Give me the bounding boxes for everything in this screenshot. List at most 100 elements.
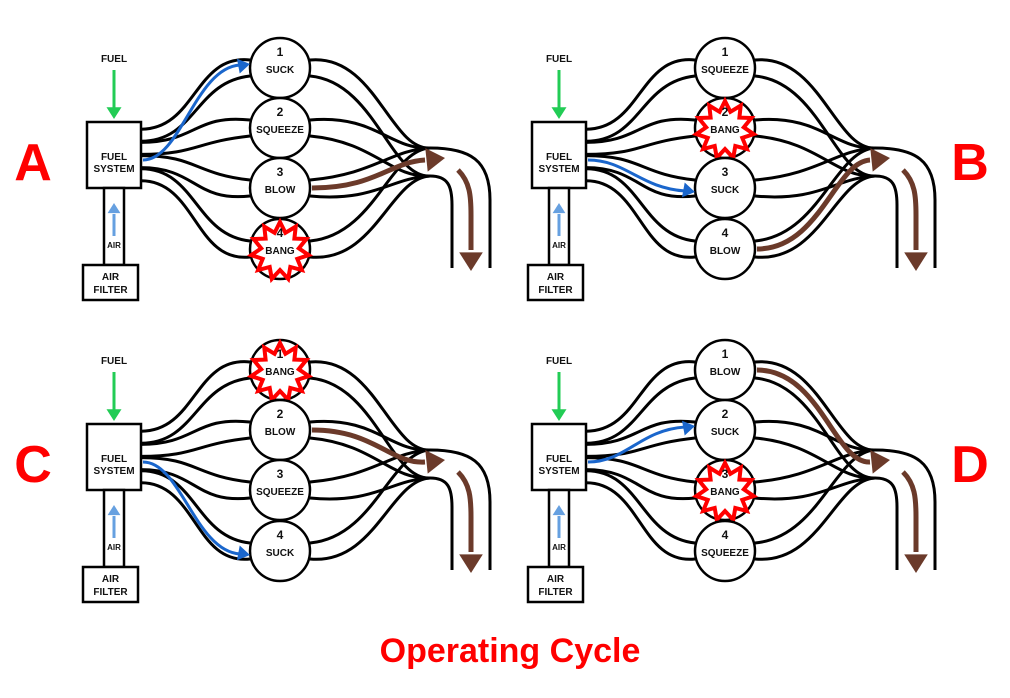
fuel-arrow-head	[106, 409, 122, 421]
exhaust-pipe-inner	[429, 174, 454, 268]
intake-runner-edge	[585, 469, 696, 545]
air-filter-label-2: FILTER	[538, 285, 573, 296]
fuel-arrow-head	[106, 107, 122, 119]
fuel-label: FUEL	[546, 54, 572, 65]
exhaust-runner-edge	[309, 376, 431, 480]
fuel-system-label-2: SYSTEM	[93, 466, 134, 477]
intake-runner-edge	[585, 167, 696, 243]
intake-flow-line	[142, 460, 241, 556]
intake-runner-edge	[585, 154, 696, 182]
exhaust-pipe-outer	[874, 146, 937, 268]
fuel-system-label-1: FUEL	[101, 152, 127, 163]
stroke-label: SQUEEZE	[701, 65, 749, 76]
fuel-system-rect	[530, 120, 588, 190]
exhaust-runner-edge	[754, 448, 876, 484]
exhaust-pipe-outer	[429, 448, 492, 570]
air-filter-label-1: AIR	[102, 574, 120, 585]
air-filter-label-2: FILTER	[93, 285, 128, 296]
intake-flow-head	[682, 182, 695, 198]
exhaust-flow-line	[756, 157, 871, 252]
cylinder-number: 2	[277, 407, 284, 421]
explosion-icon	[246, 217, 314, 284]
intake-flow-line	[587, 425, 686, 464]
exhaust-flow-arrow	[756, 367, 928, 573]
air-label: AIR	[107, 543, 121, 552]
stroke-label: SQUEEZE	[701, 548, 749, 559]
cylinder-number: 3	[277, 467, 284, 481]
explosion-icon	[246, 338, 314, 405]
fuel-system-label-2: SYSTEM	[538, 466, 579, 477]
cylinder-number: 1	[277, 45, 284, 59]
panel-letter-c: C	[14, 436, 52, 494]
intake-runner-edge	[585, 360, 696, 433]
panel-b: 1SQUEEZE2BANG3SUCK4BLOWFUELSYSTEMFUELAIR…	[526, 36, 989, 302]
exhaust-pipe-outer	[874, 448, 937, 570]
stroke-label: BLOW	[710, 367, 741, 378]
intake-flow-line	[142, 63, 241, 162]
fuel-label: FUEL	[546, 356, 572, 367]
cylinder-number: 2	[722, 105, 729, 119]
intake-flow-head	[237, 545, 250, 561]
stroke-label: BLOW	[710, 246, 741, 257]
exhaust-runner-edge	[754, 376, 876, 480]
exhaust-runner-edge	[309, 174, 431, 199]
air-label: AIR	[552, 241, 566, 250]
exhaust-runner-edge	[309, 448, 431, 484]
cylinder-circle	[248, 519, 312, 583]
cylinder-circle	[693, 217, 757, 281]
fuel-arrow-head	[551, 409, 567, 421]
exhaust-runner-edge	[754, 117, 876, 150]
fuel-arrow-head	[551, 107, 567, 119]
air-duct: AIR	[547, 186, 571, 267]
exhaust-runner-edge	[309, 58, 431, 150]
intake-runner-edge	[140, 117, 251, 144]
intake-runner-edge	[140, 436, 251, 458]
exhaust-flow-head-2	[459, 252, 483, 271]
fuel-system-label-1: FUEL	[546, 454, 572, 465]
panel-d: 1BLOW2SUCK3BANG4SQUEEZEFUELSYSTEMFUELAIR…	[526, 338, 989, 604]
exhaust-runner-edge	[754, 134, 876, 178]
cylinder-number: 2	[277, 105, 284, 119]
stroke-label: SUCK	[266, 65, 295, 76]
cylinder-number: 4	[722, 226, 729, 240]
intake-runner-edge	[585, 166, 696, 199]
air-filter-rect	[81, 565, 140, 604]
exhaust-pipe-outer	[429, 146, 492, 268]
intake-flow-arrow	[587, 420, 695, 464]
intake-runner-edge	[140, 360, 251, 433]
exhaust-runner-edge	[309, 146, 431, 243]
air-filter-label-1: AIR	[547, 574, 565, 585]
intake-runner-edge	[585, 117, 696, 144]
exhaust-manifold	[754, 360, 937, 570]
intake-runner-edge	[585, 134, 696, 156]
exhaust-flow-head-2	[459, 554, 483, 573]
exhaust-runner-edge	[309, 476, 431, 561]
intake-runner-edge	[140, 468, 251, 501]
air-arrow-head	[107, 505, 121, 516]
exhaust-flow-head-2	[904, 252, 928, 271]
intake-runner-edge	[585, 376, 696, 445]
cylinder-number: 2	[722, 407, 729, 421]
exhaust-flow-line	[311, 427, 426, 465]
intake-runner-edge	[140, 481, 251, 561]
exhaust-runner-edge	[754, 436, 876, 480]
fuel-label: FUEL	[101, 356, 127, 367]
stroke-label: BLOW	[265, 427, 296, 438]
